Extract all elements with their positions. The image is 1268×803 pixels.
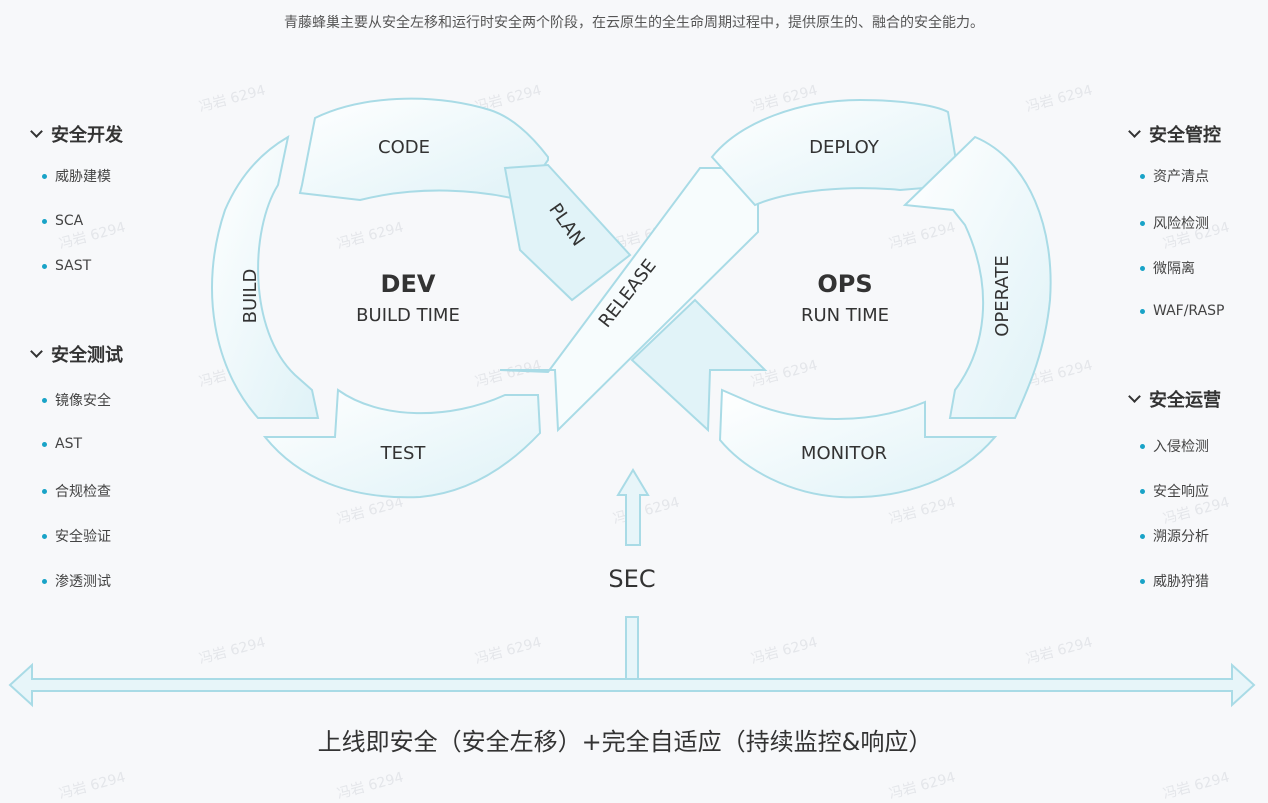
sec-up-arrow — [616, 468, 650, 546]
item-label: 安全响应 — [1153, 484, 1209, 500]
group-secure-dev: 安全开发 — [28, 121, 123, 147]
bullet-dot-icon — [42, 397, 47, 403]
stage-code-label: CODE — [378, 137, 430, 158]
group-title[interactable]: 安全运营 — [1126, 386, 1221, 412]
item-label: AST — [55, 436, 83, 452]
item-label: SCA — [55, 213, 84, 229]
bullet-dot-icon — [1140, 578, 1145, 584]
bullet-dot-icon — [42, 263, 47, 269]
bottom-caption: 上线即安全（安全左移）+完全自适应（持续监控&响应） — [318, 728, 933, 756]
group-title-text: 安全管控 — [1149, 125, 1221, 146]
monitor-segment — [718, 388, 998, 499]
item-label: 合规检查 — [55, 484, 111, 500]
list-item: 安全响应 — [1140, 481, 1209, 501]
item-label: 风险检测 — [1153, 216, 1209, 232]
list-item: AST — [42, 436, 82, 452]
list-item: 威胁狩猎 — [1140, 571, 1209, 591]
list-item: WAF/RASP — [1140, 303, 1225, 319]
list-item: 渗透测试 — [42, 571, 111, 591]
ops-subtitle: RUN TIME — [801, 305, 889, 326]
plan-segment — [503, 163, 632, 302]
bullet-dot-icon — [1140, 220, 1145, 226]
list-item: 镜像安全 — [42, 390, 111, 410]
group-title-text: 安全测试 — [51, 345, 123, 366]
list-item: 溯源分析 — [1140, 526, 1209, 546]
test-segment — [262, 388, 542, 499]
group-secure-ops: 安全运营 — [1126, 386, 1221, 412]
stage-test-label: TEST — [380, 443, 427, 464]
group-title-text: 安全开发 — [51, 125, 123, 146]
stage-operate-label: OPERATE — [992, 255, 1013, 336]
bullet-dot-icon — [42, 488, 47, 494]
item-label: SAST — [55, 258, 92, 274]
dev-subtitle: BUILD TIME — [356, 305, 460, 326]
item-label: WAF/RASP — [1153, 303, 1225, 319]
bullet-dot-icon — [42, 218, 47, 224]
group-title[interactable]: 安全管控 — [1126, 121, 1221, 147]
bullet-dot-icon — [42, 173, 47, 179]
bullet-dot-icon — [1140, 488, 1145, 494]
stage-deploy-label: DEPLOY — [809, 137, 880, 158]
list-item: 资产清点 — [1140, 166, 1209, 186]
item-label: 威胁狩猎 — [1153, 574, 1209, 590]
bullet-dot-icon — [1140, 533, 1145, 539]
list-item: 入侵检测 — [1140, 436, 1209, 456]
bullet-dot-icon — [42, 533, 47, 539]
item-label: 镜像安全 — [55, 393, 111, 409]
stage-monitor-label: MONITOR — [801, 443, 887, 464]
sec-label: SEC — [608, 565, 655, 593]
ops-title: OPS — [817, 270, 872, 298]
bullet-dot-icon — [42, 578, 47, 584]
sec-stem — [625, 616, 639, 680]
page-subtitle: 青藤蜂巢主要从安全左移和运行时安全两个阶段，在云原生的全生命周期过程中，提供原生… — [284, 15, 984, 31]
plan-crossing-segment — [630, 298, 768, 433]
item-label: 渗透测试 — [55, 574, 111, 590]
list-item: 微隔离 — [1140, 258, 1195, 278]
list-item: 威胁建模 — [42, 166, 111, 186]
group-secure-test: 安全测试 — [28, 341, 123, 367]
chevron-down-icon — [30, 125, 43, 138]
list-item: 合规检查 — [42, 481, 111, 501]
group-title[interactable]: 安全开发 — [28, 121, 123, 147]
bullet-dot-icon — [1140, 443, 1145, 449]
chevron-down-icon — [30, 345, 43, 358]
list-item: SAST — [42, 258, 91, 274]
bullet-dot-icon — [1140, 265, 1145, 271]
dev-title: DEV — [381, 270, 436, 298]
item-label: 威胁建模 — [55, 169, 111, 185]
bullet-dot-icon — [1140, 308, 1145, 314]
item-label: 资产清点 — [1153, 169, 1209, 185]
build-segment — [211, 135, 320, 419]
list-item: 安全验证 — [42, 526, 111, 546]
group-title-text: 安全运营 — [1149, 390, 1221, 411]
list-item: SCA — [42, 213, 83, 229]
deploy-segment — [710, 98, 962, 207]
group-title[interactable]: 安全测试 — [28, 341, 123, 367]
bullet-dot-icon — [42, 441, 47, 447]
item-label: 微隔离 — [1153, 261, 1195, 277]
code-segment — [298, 97, 549, 202]
list-item: 风险检测 — [1140, 213, 1209, 233]
bottom-double-arrow — [8, 662, 1256, 708]
item-label: 溯源分析 — [1153, 529, 1209, 545]
operate-segment — [902, 135, 1052, 419]
stage-build-label: BUILD — [240, 269, 261, 324]
chevron-down-icon — [1128, 390, 1141, 403]
bullet-dot-icon — [1140, 173, 1145, 179]
item-label: 安全验证 — [55, 529, 111, 545]
item-label: 入侵检测 — [1153, 439, 1209, 455]
chevron-down-icon — [1128, 125, 1141, 138]
group-secure-control: 安全管控 — [1126, 121, 1221, 147]
devsecops-diagram: CODE BUILD TEST PLAN RELEASE DEPLOY OPER… — [8, 97, 1256, 756]
